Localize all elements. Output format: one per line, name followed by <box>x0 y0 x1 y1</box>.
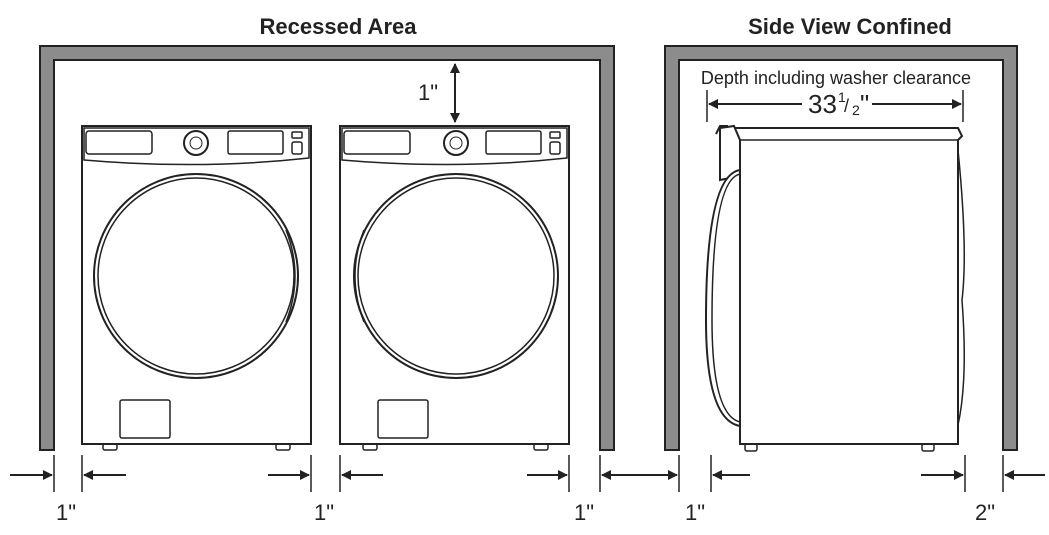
depth-value: 33 1 / 2 " <box>808 89 869 119</box>
middle-gap-dimension <box>268 455 383 492</box>
display-panel <box>227 130 284 155</box>
washer-front-view <box>81 125 312 451</box>
svg-text:/: / <box>844 96 849 116</box>
side-view-title: Side View Confined <box>748 14 952 39</box>
control-knob <box>183 130 209 156</box>
top-clearance-label: 1" <box>418 80 438 105</box>
depth-numerator: 1 <box>838 89 846 105</box>
side-front-gap-label: 1" <box>685 500 705 525</box>
door-outer <box>353 173 559 379</box>
washer-side-view <box>704 124 965 452</box>
side-view-enclosure <box>664 45 1018 451</box>
middle-gap-label: 1" <box>314 500 334 525</box>
depth-whole: 33 <box>808 89 837 119</box>
side-rear-gap-label: 2" <box>975 500 995 525</box>
side-rear-gap-dimension <box>921 455 1045 492</box>
left-gap-label: 1" <box>56 500 76 525</box>
depth-denominator: 2 <box>852 102 860 118</box>
right-gap-dimension <box>527 455 642 492</box>
side-front-gap-dimension <box>637 455 750 492</box>
left-gap-dimension <box>10 455 126 492</box>
right-gap-label: 1" <box>574 500 594 525</box>
depth-unit: " <box>860 89 869 119</box>
control-knob <box>443 130 469 156</box>
display-panel <box>485 130 542 155</box>
recessed-area-title: Recessed Area <box>260 14 418 39</box>
dryer-front-view <box>339 125 570 451</box>
recessed-area-enclosure <box>39 45 615 451</box>
depth-dimension <box>706 90 964 122</box>
depth-caption: Depth including washer clearance <box>701 68 971 88</box>
detergent-drawer <box>85 130 153 155</box>
filter-cover <box>119 399 171 439</box>
door-outer <box>93 173 299 379</box>
filter-cover <box>377 399 429 439</box>
